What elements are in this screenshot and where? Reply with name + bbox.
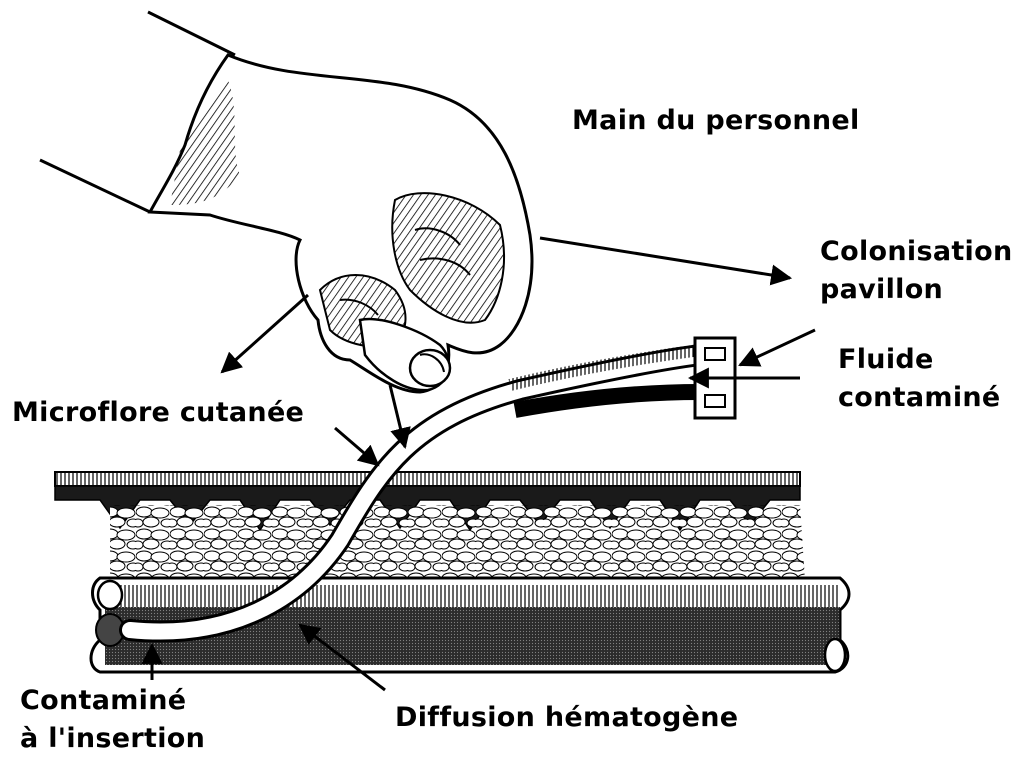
hand-drawing (40, 12, 532, 392)
label-microflore-cutanee: Microflore cutanée (12, 394, 304, 432)
label-contamine-line1: Contaminé (20, 682, 205, 720)
label-fluide-line2: contaminé (838, 379, 1001, 417)
arrow-colonisation (740, 330, 815, 365)
label-colonisation-pavillon: Colonisation pavillon (820, 233, 1012, 309)
arrow-hand-to-skin-left (222, 295, 308, 372)
label-main-du-personnel: Main du personnel (572, 102, 860, 140)
label-fluide-contamine: Fluide contaminé (838, 341, 1001, 417)
label-colonisation-line2: pavillon (820, 271, 1012, 309)
label-microflore-text: Microflore cutanée (12, 397, 304, 428)
skin-tissue (55, 472, 805, 580)
label-colonisation-line1: Colonisation (820, 233, 1012, 271)
label-main-du-personnel-text: Main du personnel (572, 105, 860, 136)
label-diffusion-text: Diffusion hématogène (395, 702, 738, 733)
label-contamine-insertion: Contaminé à l'insertion (20, 682, 205, 758)
label-diffusion-hematogene: Diffusion hématogène (395, 699, 738, 737)
arrow-hand-to-hub (540, 238, 790, 278)
arrow-hand-to-insertion (390, 385, 405, 447)
arrow-microflore (335, 428, 378, 465)
label-fluide-line1: Fluide (838, 341, 1001, 379)
label-contamine-line2: à l'insertion (20, 720, 205, 758)
